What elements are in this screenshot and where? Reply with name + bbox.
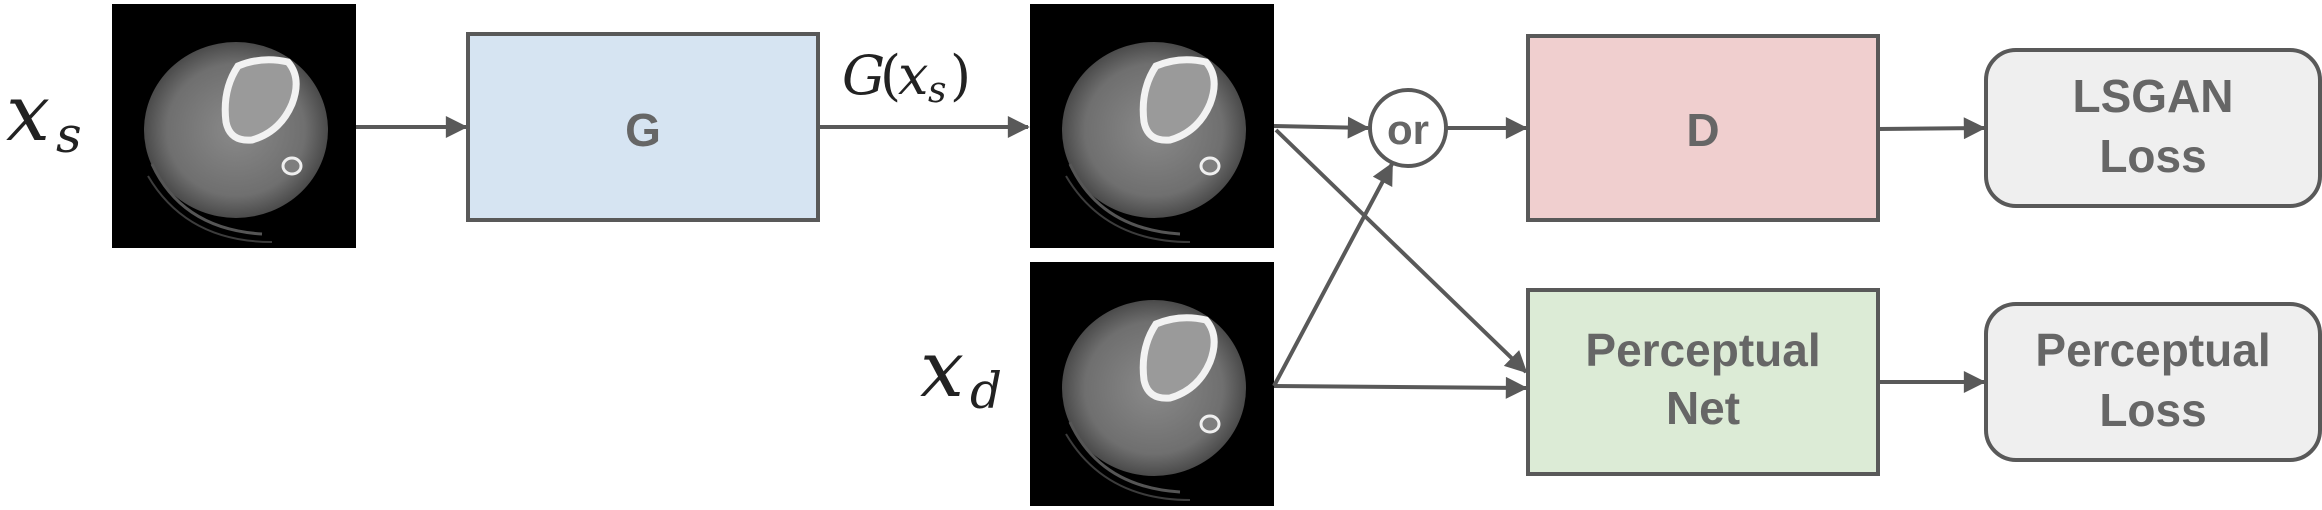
svg-text:x: x bbox=[898, 44, 928, 107]
arrow-generated-to-or bbox=[1273, 116, 1370, 139]
generator-output-label: G ( x s ) bbox=[842, 44, 971, 111]
lsgan-loss-label-line1: LSGAN bbox=[2073, 70, 2234, 122]
xs-label: x bbox=[6, 69, 50, 159]
arrow-target-to-or bbox=[1272, 162, 1394, 387]
lsgan-loss-label-line2: Loss bbox=[2099, 130, 2206, 182]
svg-text:(: ( bbox=[880, 44, 901, 107]
perceptual-loss-box bbox=[1984, 302, 2322, 462]
arrow-target-to-perceptual-net bbox=[1273, 376, 1528, 399]
generated-ct-image bbox=[1030, 4, 1274, 248]
lsgan-loss-box bbox=[1984, 48, 2322, 208]
discriminator-label: D bbox=[1686, 104, 1719, 156]
perceptual-loss-label-line2: Loss bbox=[2099, 384, 2206, 436]
arrow-generated-to-perceptual-net bbox=[1274, 128, 1528, 374]
svg-text:G: G bbox=[842, 44, 885, 107]
perceptual-net-label-line1: Perceptual bbox=[1585, 324, 1820, 376]
svg-text:): ) bbox=[950, 44, 971, 107]
target-ct-image bbox=[1030, 262, 1274, 506]
xd-label: x bbox=[920, 325, 964, 415]
perceptual-net-label-line2: Net bbox=[1666, 382, 1740, 434]
discriminator-box bbox=[1526, 34, 1880, 222]
xd-subscript: d bbox=[970, 362, 1002, 420]
xs-subscript: s bbox=[56, 106, 82, 164]
perceptual-loss-label-line1: Perceptual bbox=[2035, 324, 2270, 376]
source-ct-image bbox=[112, 4, 356, 248]
generator-label: G bbox=[625, 104, 661, 156]
or-label: or bbox=[1387, 106, 1429, 153]
svg-text:s: s bbox=[928, 70, 946, 111]
arrow-discriminator-to-lsgan-loss bbox=[1877, 117, 1986, 140]
